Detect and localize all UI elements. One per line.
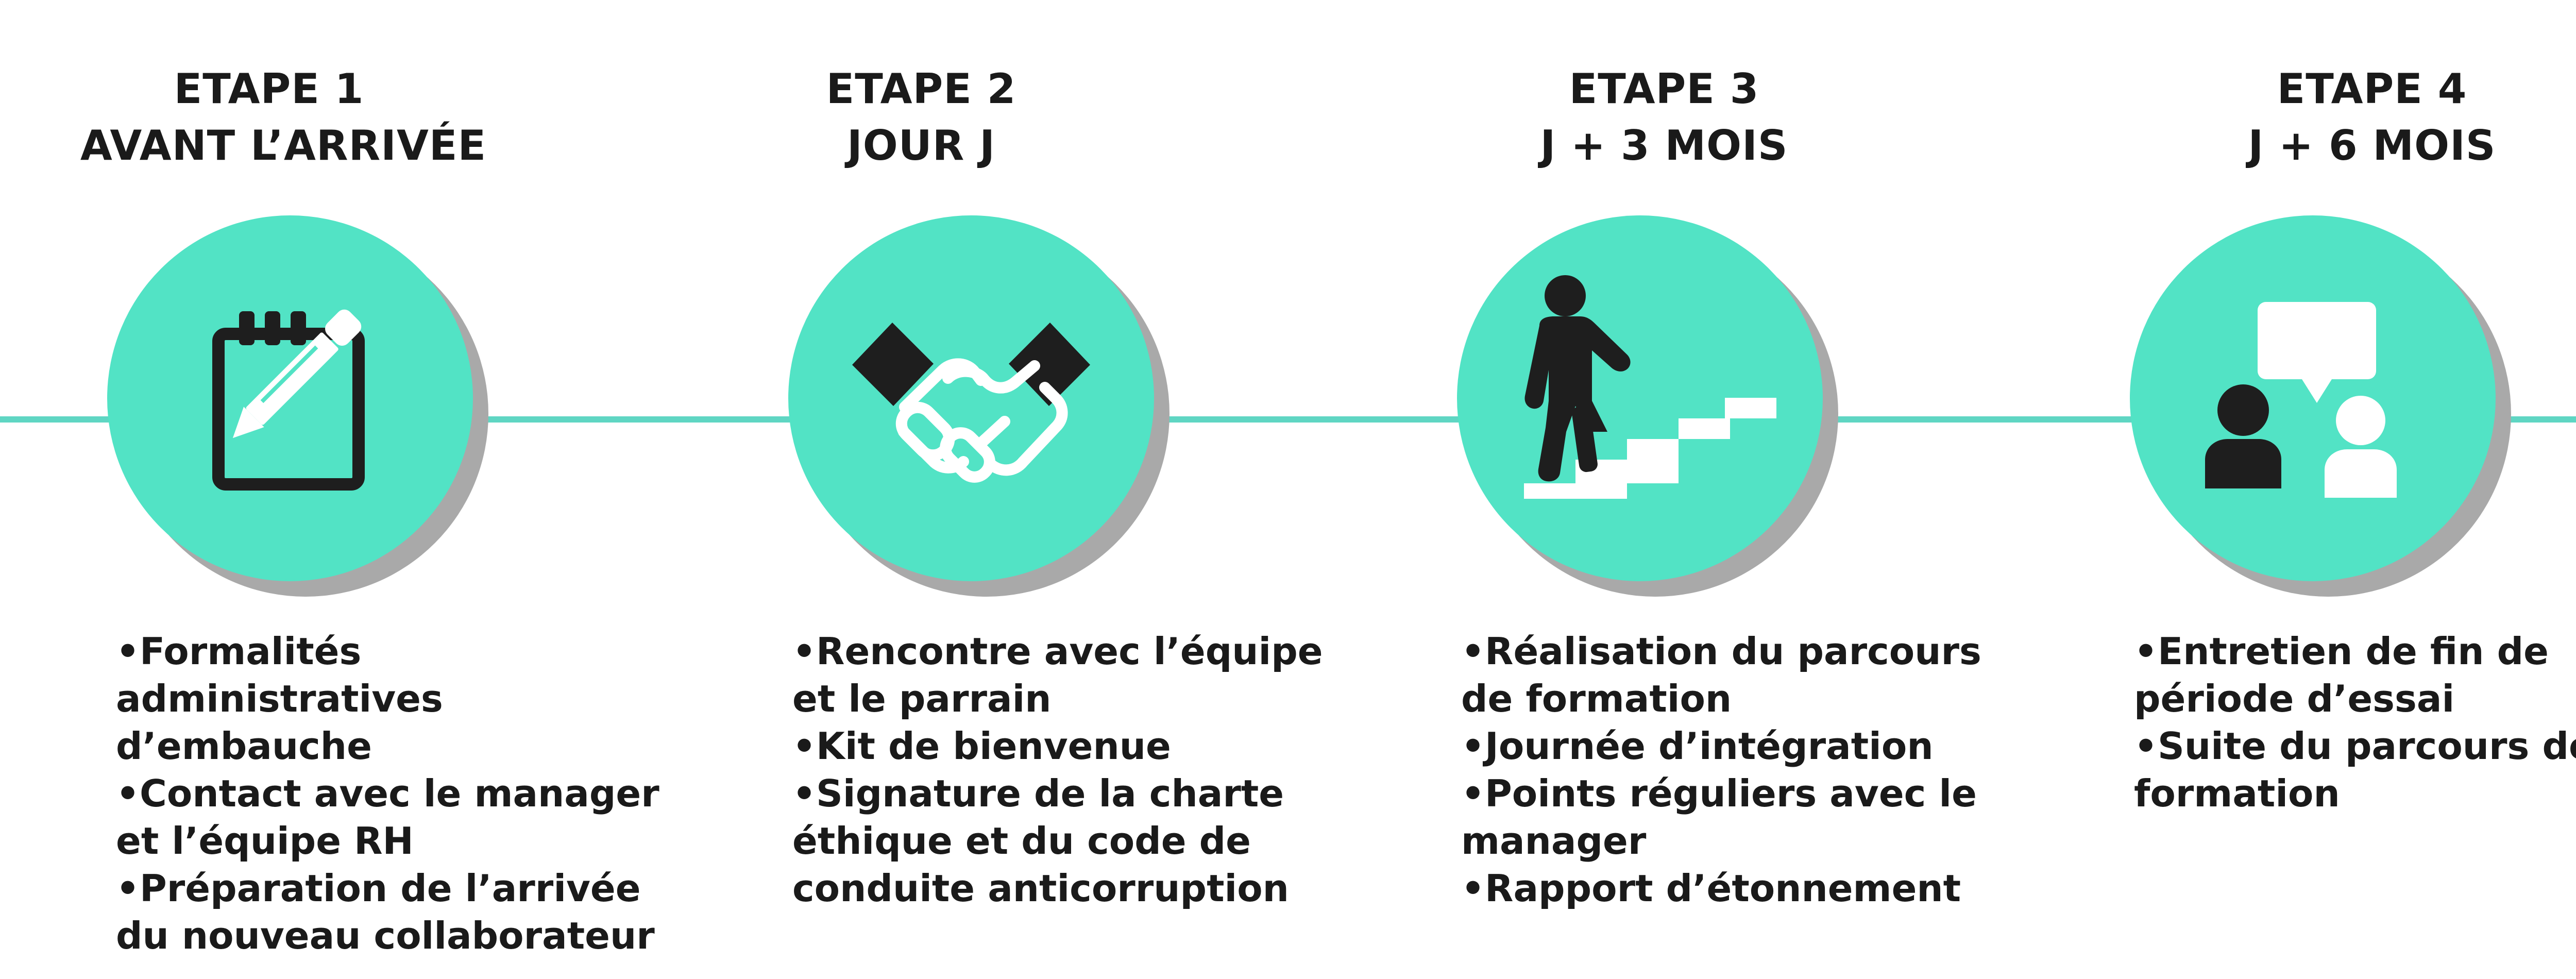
step-1-title-number: ETAPE 1	[174, 65, 364, 113]
person-climbing-stairs-icon	[1524, 275, 1776, 499]
step-1-title-label: AVANT L’ARRIVÉE	[80, 122, 487, 170]
step-2-bullet-2: Kit de bienvenue	[792, 722, 1338, 770]
step-3-bullet-1: Réalisation du parcours de formation	[1461, 628, 2007, 722]
step-2-bullets: Rencontre avec l’équipe et le parrain Ki…	[792, 628, 1338, 912]
step-3-title-number: ETAPE 3	[1569, 65, 1759, 113]
step-4-bullet-1: Entretien de fin de période d’essai	[2134, 628, 2576, 722]
step-2-bullet-1: Rencontre avec l’équipe et le parrain	[792, 628, 1338, 722]
step-1-bullet-3: Préparation de l’arrivée du nouveau coll…	[116, 865, 662, 959]
step-4-title-label: J + 6 MOIS	[2248, 122, 2496, 170]
step-1-bullets: Formalités administratives d’embauche Co…	[116, 628, 662, 959]
step-4-title-number: ETAPE 4	[2277, 65, 2467, 113]
step-3-bullets: Réalisation du parcours de formation Jou…	[1461, 628, 2007, 912]
step-1-circle-fill	[107, 215, 473, 581]
step-2-title: ETAPE 2 JOUR J	[638, 61, 1205, 174]
step-4-title: ETAPE 4 J + 6 MOIS	[2089, 61, 2576, 174]
notepad-pencil-icon	[212, 309, 365, 491]
step-1-title: ETAPE 1 AVANT L’ARRIVÉE	[0, 61, 567, 174]
step-4-circle	[2130, 215, 2511, 597]
timeline-line	[0, 416, 2576, 423]
step-3-bullet-3: Points réguliers avec le manager	[1461, 770, 2007, 865]
step-4-bullet-2: Suite du parcours de formation	[2134, 722, 2576, 817]
step-4-circle-fill	[2130, 215, 2496, 581]
step-3-bullet-4: Rapport d’étonnement	[1461, 865, 2007, 912]
step-2-title-label: JOUR J	[847, 122, 995, 170]
step-2-title-number: ETAPE 2	[826, 65, 1016, 113]
step-1-circle	[107, 215, 488, 597]
step-2-bullet-3: Signature de la charte éthique et du cod…	[792, 770, 1338, 912]
step-1-bullet-2: Contact avec le manager et l’équipe RH	[116, 770, 662, 865]
conversation-people-icon	[2205, 302, 2397, 498]
step-3-circle-fill	[1457, 215, 1823, 581]
step-3-circle	[1457, 215, 1838, 597]
handshake-icon	[852, 323, 1090, 483]
step-3-title: ETAPE 3 J + 3 MOIS	[1381, 61, 1947, 174]
step-2-circle	[788, 215, 1170, 597]
step-1-bullet-1: Formalités administratives d’embauche	[116, 628, 662, 770]
step-4-bullets: Entretien de fin de période d’essai Suit…	[2134, 628, 2576, 817]
step-3-bullet-2: Journée d’intégration	[1461, 722, 2007, 770]
step-2-circle-fill	[788, 215, 1154, 581]
step-3-title-label: J + 3 MOIS	[1540, 122, 1788, 170]
